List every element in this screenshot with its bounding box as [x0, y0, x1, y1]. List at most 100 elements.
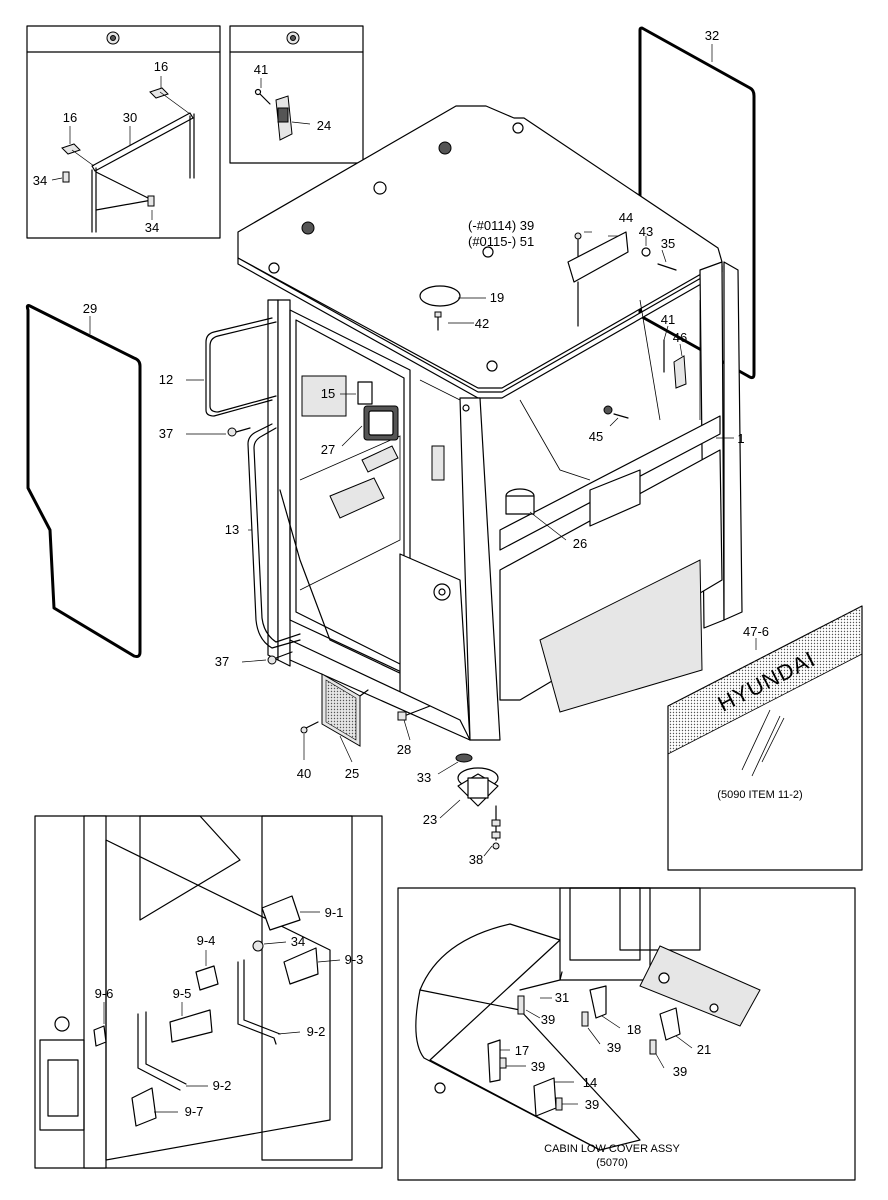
- label-30: 30: [123, 110, 137, 125]
- label-39: 39: [673, 1064, 687, 1079]
- label-9-7: 9-7: [185, 1104, 204, 1119]
- part-9-2-bracket: [237, 961, 277, 1045]
- label-39: 39: [531, 1059, 545, 1074]
- cabin-speaker: [301, 375, 347, 417]
- label-9-2: 9-2: [213, 1078, 232, 1093]
- label-29: 29: [83, 301, 97, 316]
- label-1: 1: [737, 431, 744, 446]
- part-16-bracket: [149, 87, 169, 99]
- label-25: 25: [345, 766, 359, 781]
- part-45-bolt: [613, 413, 629, 419]
- label-37: 37: [159, 426, 173, 441]
- label-46: 46: [673, 330, 687, 345]
- label-9-3: 9-3: [345, 952, 364, 967]
- part-21-bracket: [659, 1007, 681, 1041]
- part-28-bolt: [403, 705, 431, 717]
- label-39: 39: [541, 1012, 555, 1027]
- part-41-bolt: [254, 88, 262, 96]
- label-19: 19: [490, 290, 504, 305]
- part-44-bracket: [567, 231, 629, 283]
- label-43: 43: [639, 224, 653, 239]
- cabin-roof: [237, 105, 723, 389]
- label-39: (-#0114) 39: [468, 218, 534, 233]
- part-low-cover: [419, 923, 641, 1151]
- part-42-screw: [434, 311, 442, 318]
- low-cover-title: CABIN LOW COVER ASSY: [544, 1143, 680, 1155]
- label-39: 39: [585, 1097, 599, 1112]
- part-47-6-decal: [667, 605, 863, 871]
- label-23: 23: [423, 812, 437, 827]
- label-31: 31: [555, 990, 569, 1005]
- low-cover-reference: (5070): [596, 1157, 628, 1169]
- part-30-frame: [91, 112, 194, 172]
- label-16: 16: [154, 59, 168, 74]
- part-9-5-bracket: [169, 1009, 213, 1043]
- label-45: 45: [589, 429, 603, 444]
- label-12: 12: [159, 372, 173, 387]
- part-29-glass: [25, 304, 142, 658]
- label-21: 21: [697, 1042, 711, 1057]
- label-14: 14: [583, 1075, 597, 1090]
- label-41: 41: [661, 312, 675, 327]
- label-47-6: 47-6: [743, 624, 769, 639]
- label-42: 42: [475, 316, 489, 331]
- part-1-cabin: [237, 105, 743, 741]
- label-17: 17: [515, 1043, 529, 1058]
- label-35: 35: [661, 236, 675, 251]
- part-19-cover: [419, 285, 461, 307]
- label-9-4: 9-4: [197, 933, 216, 948]
- label-9-1: 9-1: [325, 905, 344, 920]
- label-34: 34: [291, 934, 305, 949]
- part-16-bracket: [61, 143, 81, 155]
- label-24: 24: [317, 118, 331, 133]
- label-39: 39: [607, 1040, 621, 1055]
- label-34: 34: [145, 220, 159, 235]
- label-32: 32: [705, 28, 719, 43]
- part-46-bracket: [673, 355, 687, 389]
- inset-low-cover: [397, 887, 856, 1181]
- part-43-washer: [641, 247, 651, 257]
- part-9-2-bracket: [137, 1013, 181, 1091]
- part-18-bracket: [589, 985, 607, 1019]
- part-9-1-bracket: [261, 895, 301, 931]
- part-35-bolt: [657, 263, 677, 271]
- label-51: (#0115-) 51: [468, 234, 534, 249]
- part-15-bracket: [357, 381, 373, 405]
- inset-bracket-assy: [34, 815, 383, 1169]
- part-31-bracket: [519, 971, 563, 991]
- label-15: 15: [321, 386, 335, 401]
- label-38: 38: [469, 852, 483, 867]
- part-39-bolt: [574, 232, 582, 240]
- part-17-bracket: [487, 1039, 501, 1083]
- part-34-bolt: [147, 195, 155, 207]
- label-16: 16: [63, 110, 77, 125]
- label-18: 18: [627, 1022, 641, 1037]
- part-12-handrail: [205, 317, 273, 417]
- part-9-6-bracket: [93, 1025, 107, 1047]
- part-37-bolt: [267, 655, 277, 665]
- label-9-6: 9-6: [95, 986, 114, 1001]
- inset-bracket-detail: [229, 25, 364, 164]
- label-40: 40: [297, 766, 311, 781]
- label-9-5: 9-5: [173, 986, 192, 1001]
- part-34-bolt: [252, 940, 264, 952]
- label-27: 27: [321, 442, 335, 457]
- part-9-7-bracket: [131, 1087, 157, 1127]
- label-26: 26: [573, 536, 587, 551]
- part-33-washer: [455, 753, 473, 763]
- label-13: 13: [225, 522, 239, 537]
- label-41: 41: [254, 62, 268, 77]
- label-9-2: 9-2: [307, 1024, 326, 1039]
- part-9-3-bracket: [283, 947, 319, 985]
- inset-frame-detail: [26, 25, 221, 239]
- label-28: 28: [397, 742, 411, 757]
- part-13-handrail: [247, 423, 301, 649]
- label-44: 44: [619, 210, 633, 225]
- part-40-screw: [305, 721, 319, 729]
- part-9-4-bracket: [195, 965, 219, 991]
- decal-reference: (5090 ITEM 11-2): [717, 789, 802, 801]
- label-34: 34: [33, 173, 47, 188]
- part-34-bolt: [62, 171, 70, 183]
